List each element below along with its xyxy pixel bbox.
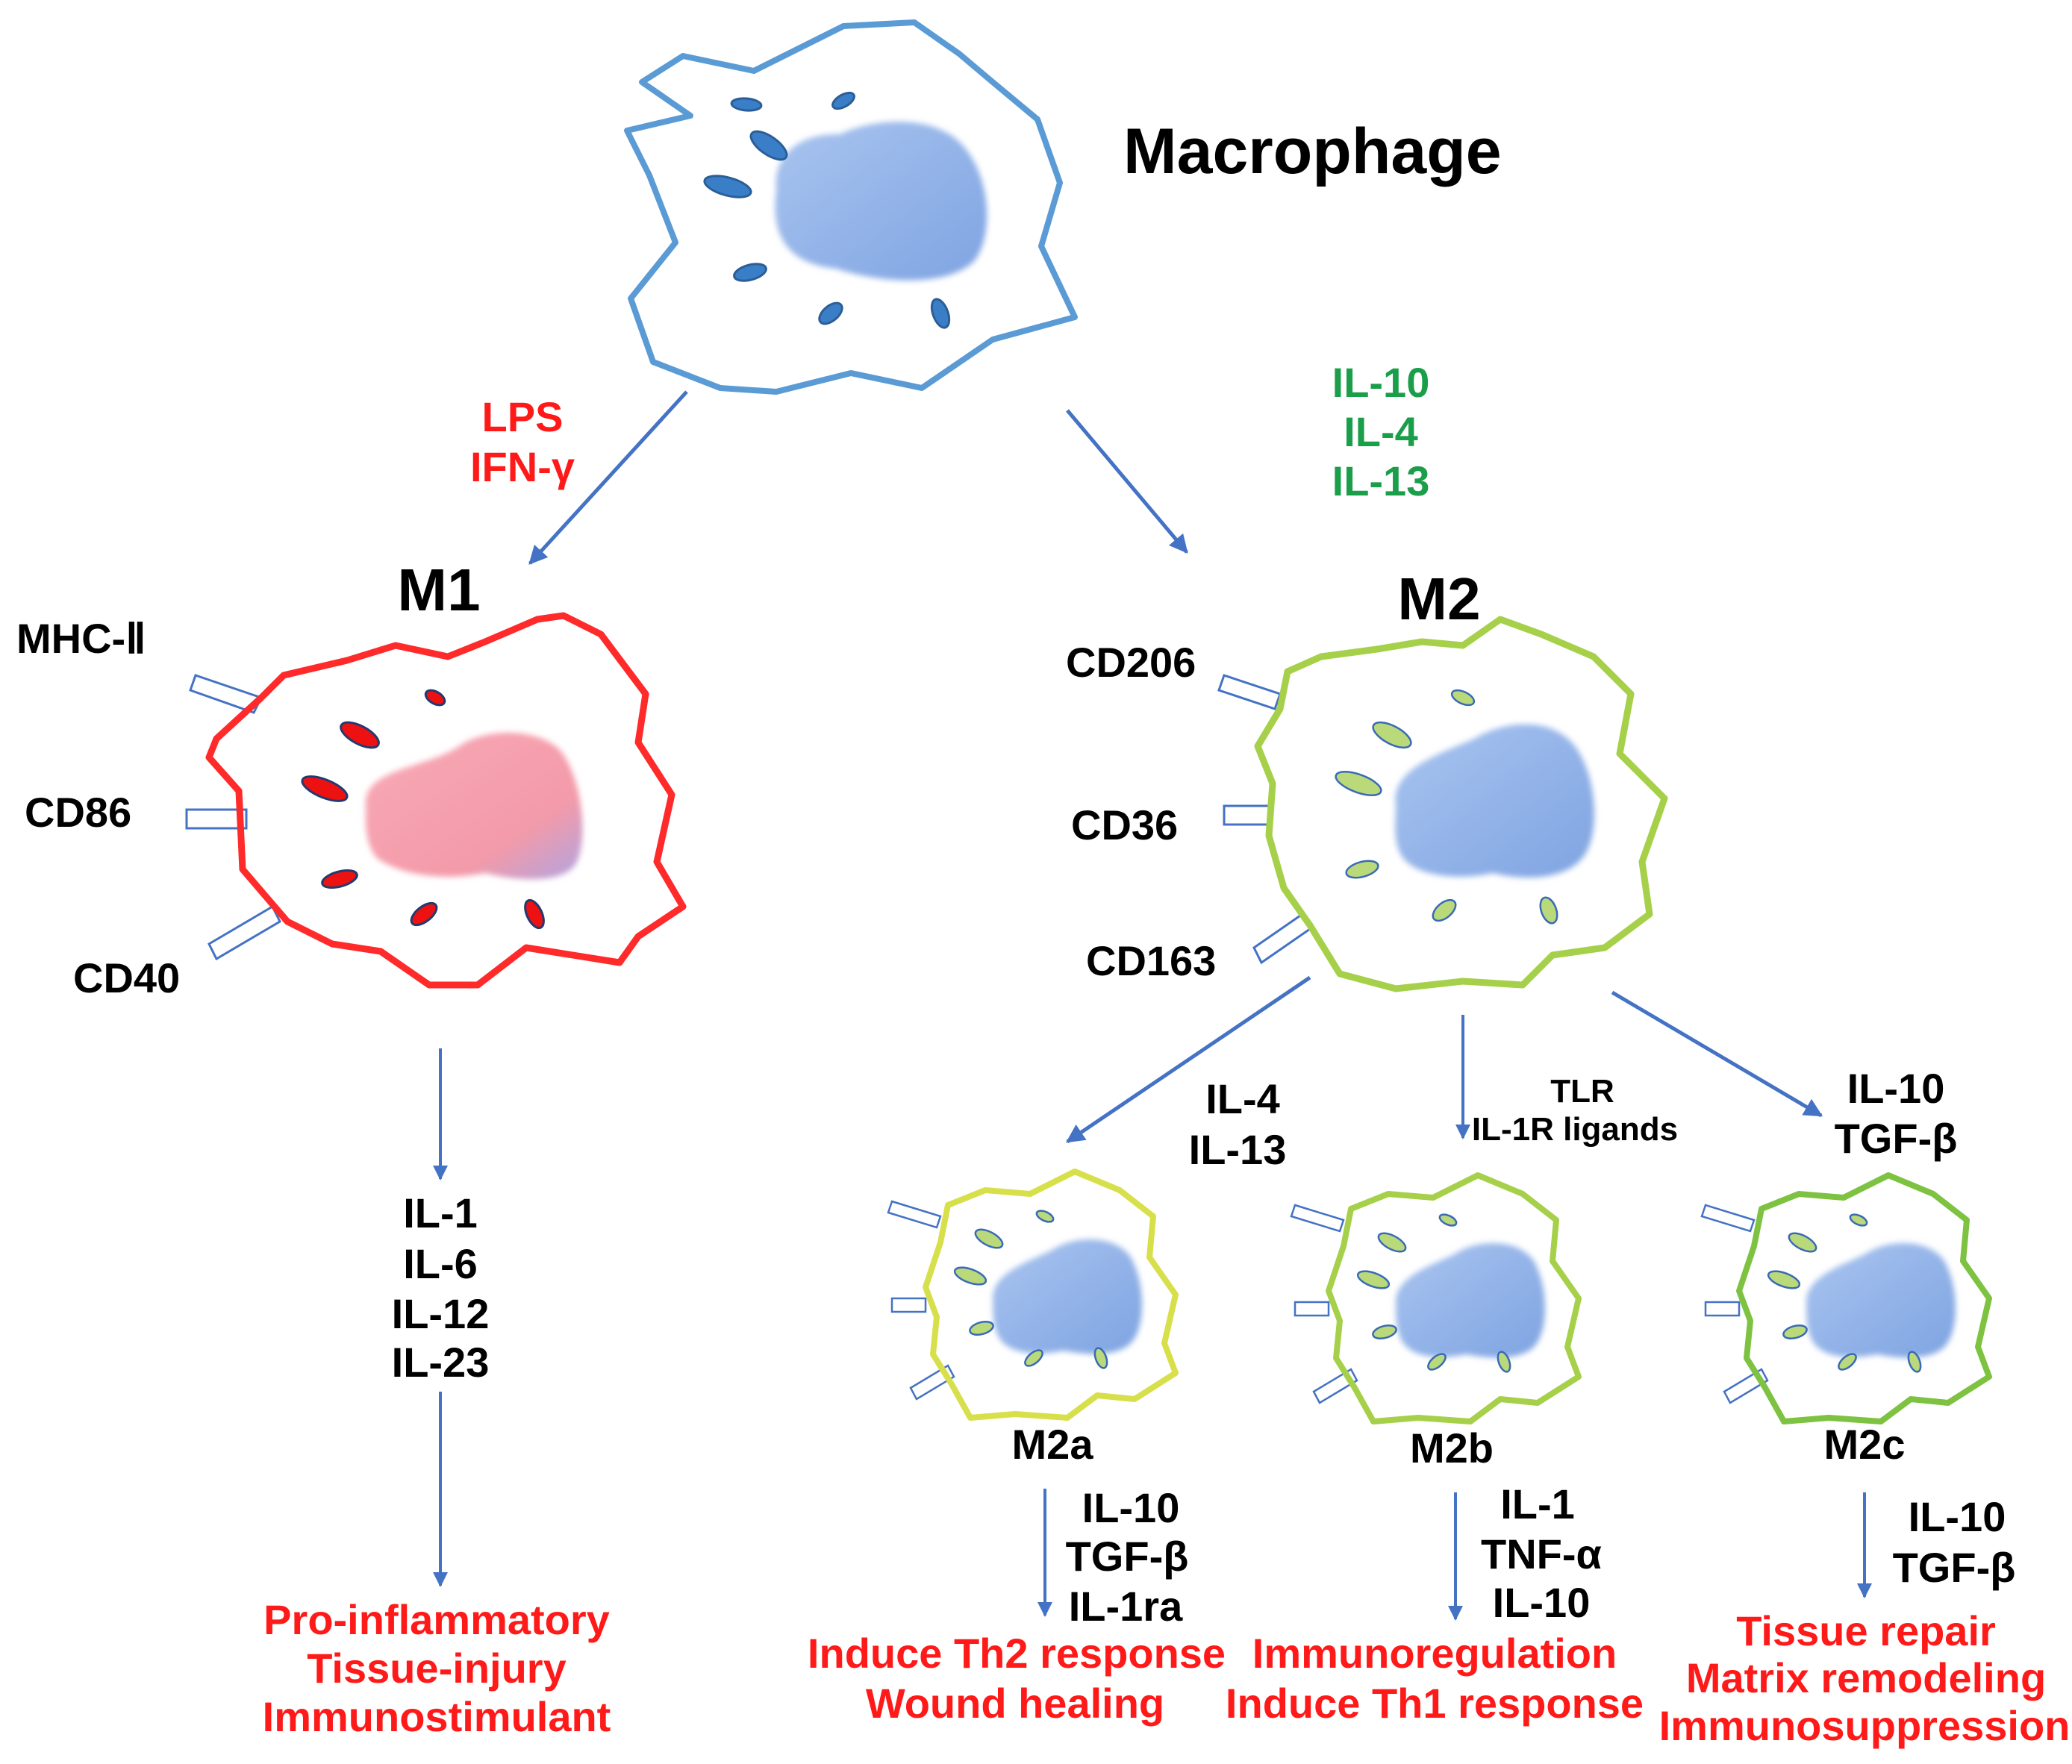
m2-receptors bbox=[1217, 674, 1311, 965]
m2b-inducer: TLR bbox=[1550, 1073, 1614, 1110]
m2-stimulus: IL-10 bbox=[1332, 359, 1430, 406]
arrow-to-m2a bbox=[1065, 975, 1311, 1144]
m2-marker: CD36 bbox=[1071, 801, 1178, 848]
m1-marker: CD86 bbox=[25, 789, 131, 836]
m2c-secretes: TGF-β bbox=[1893, 1544, 2016, 1591]
m2c-function: Matrix remodeling bbox=[1686, 1654, 2046, 1701]
m2-marker: CD163 bbox=[1086, 937, 1216, 984]
m2c-function: Tissue repair bbox=[1736, 1607, 1996, 1654]
m2b-inducer: IL-1R ligands bbox=[1472, 1111, 1678, 1148]
m2a-secretes: IL-1ra bbox=[1069, 1583, 1183, 1630]
m1-marker: CD40 bbox=[73, 954, 180, 1001]
m2-marker: CD206 bbox=[1066, 639, 1196, 686]
m2-nucleus bbox=[1395, 724, 1595, 878]
m2c-title: M2c bbox=[1824, 1421, 1906, 1468]
m1-function: Tissue-injury bbox=[307, 1645, 567, 1692]
m2a-secretes: IL-10 bbox=[1082, 1484, 1180, 1531]
m2-stimulus: IL-13 bbox=[1332, 457, 1430, 504]
m1-cytokine: IL-12 bbox=[392, 1290, 490, 1337]
m1-function: Pro-inflammatory bbox=[263, 1596, 610, 1643]
m1-nucleus bbox=[365, 732, 583, 880]
m1-function: Immunostimulant bbox=[263, 1693, 611, 1740]
m2b-function: Induce Th1 response bbox=[1226, 1680, 1644, 1727]
m2c-inducer: IL-10 bbox=[1847, 1065, 1945, 1112]
m2c-secretes: IL-10 bbox=[1909, 1493, 2006, 1540]
m1-cytokine: IL-6 bbox=[403, 1240, 478, 1287]
m2a-function: Induce Th2 response bbox=[808, 1630, 1226, 1677]
m2-title: M2 bbox=[1397, 566, 1480, 632]
m2b-cell bbox=[1290, 1172, 1582, 1424]
m2a-title: M2a bbox=[1012, 1421, 1094, 1468]
m2-granules bbox=[1335, 689, 1558, 925]
macrophage-granules bbox=[703, 91, 951, 329]
m2b-secretes: IL-1 bbox=[1500, 1480, 1575, 1527]
macrophage-nucleus bbox=[775, 122, 987, 281]
m2b-title: M2b bbox=[1410, 1424, 1494, 1471]
m2a-inducer: IL-13 bbox=[1189, 1126, 1287, 1173]
m2a-cell bbox=[887, 1169, 1179, 1421]
m2c-function: Immunosuppression bbox=[1659, 1702, 2071, 1749]
arrow-to-m2 bbox=[1066, 409, 1188, 554]
m2-stimulus: IL-4 bbox=[1344, 408, 1418, 455]
m1-cytokine: IL-23 bbox=[392, 1339, 490, 1386]
m2b-secretes: TNF-α bbox=[1481, 1530, 1602, 1577]
m1-stimulus: IFN-γ bbox=[470, 443, 575, 490]
m2a-inducer: IL-4 bbox=[1205, 1075, 1280, 1122]
m2c-inducer: TGF-β bbox=[1835, 1115, 1958, 1162]
m1-marker: MHC-Ⅱ bbox=[16, 615, 146, 662]
macrophage-membrane bbox=[624, 19, 1078, 395]
m2-membrane bbox=[1254, 616, 1668, 992]
m2a-function: Wound healing bbox=[866, 1680, 1164, 1727]
macrophage-title: Macrophage bbox=[1123, 116, 1502, 187]
m1-membrane bbox=[205, 612, 687, 989]
m1-cytokine: IL-1 bbox=[403, 1189, 478, 1236]
m1-granules bbox=[301, 689, 545, 930]
m1-receptors bbox=[185, 674, 281, 961]
m2a-secretes: TGF-β bbox=[1066, 1533, 1189, 1580]
m2b-function: Immunoregulation bbox=[1252, 1630, 1617, 1677]
m2-cell bbox=[1254, 616, 1668, 992]
arrow-to-m2c bbox=[1611, 990, 1823, 1118]
macrophage-cell bbox=[624, 19, 1078, 395]
m2c-cell bbox=[1700, 1172, 1992, 1424]
arrow-to-m1 bbox=[528, 390, 688, 565]
m1-stimulus: LPS bbox=[482, 393, 564, 440]
m1-title: M1 bbox=[397, 557, 480, 623]
m2b-secretes: IL-10 bbox=[1493, 1579, 1591, 1626]
m1-cell bbox=[205, 612, 687, 989]
